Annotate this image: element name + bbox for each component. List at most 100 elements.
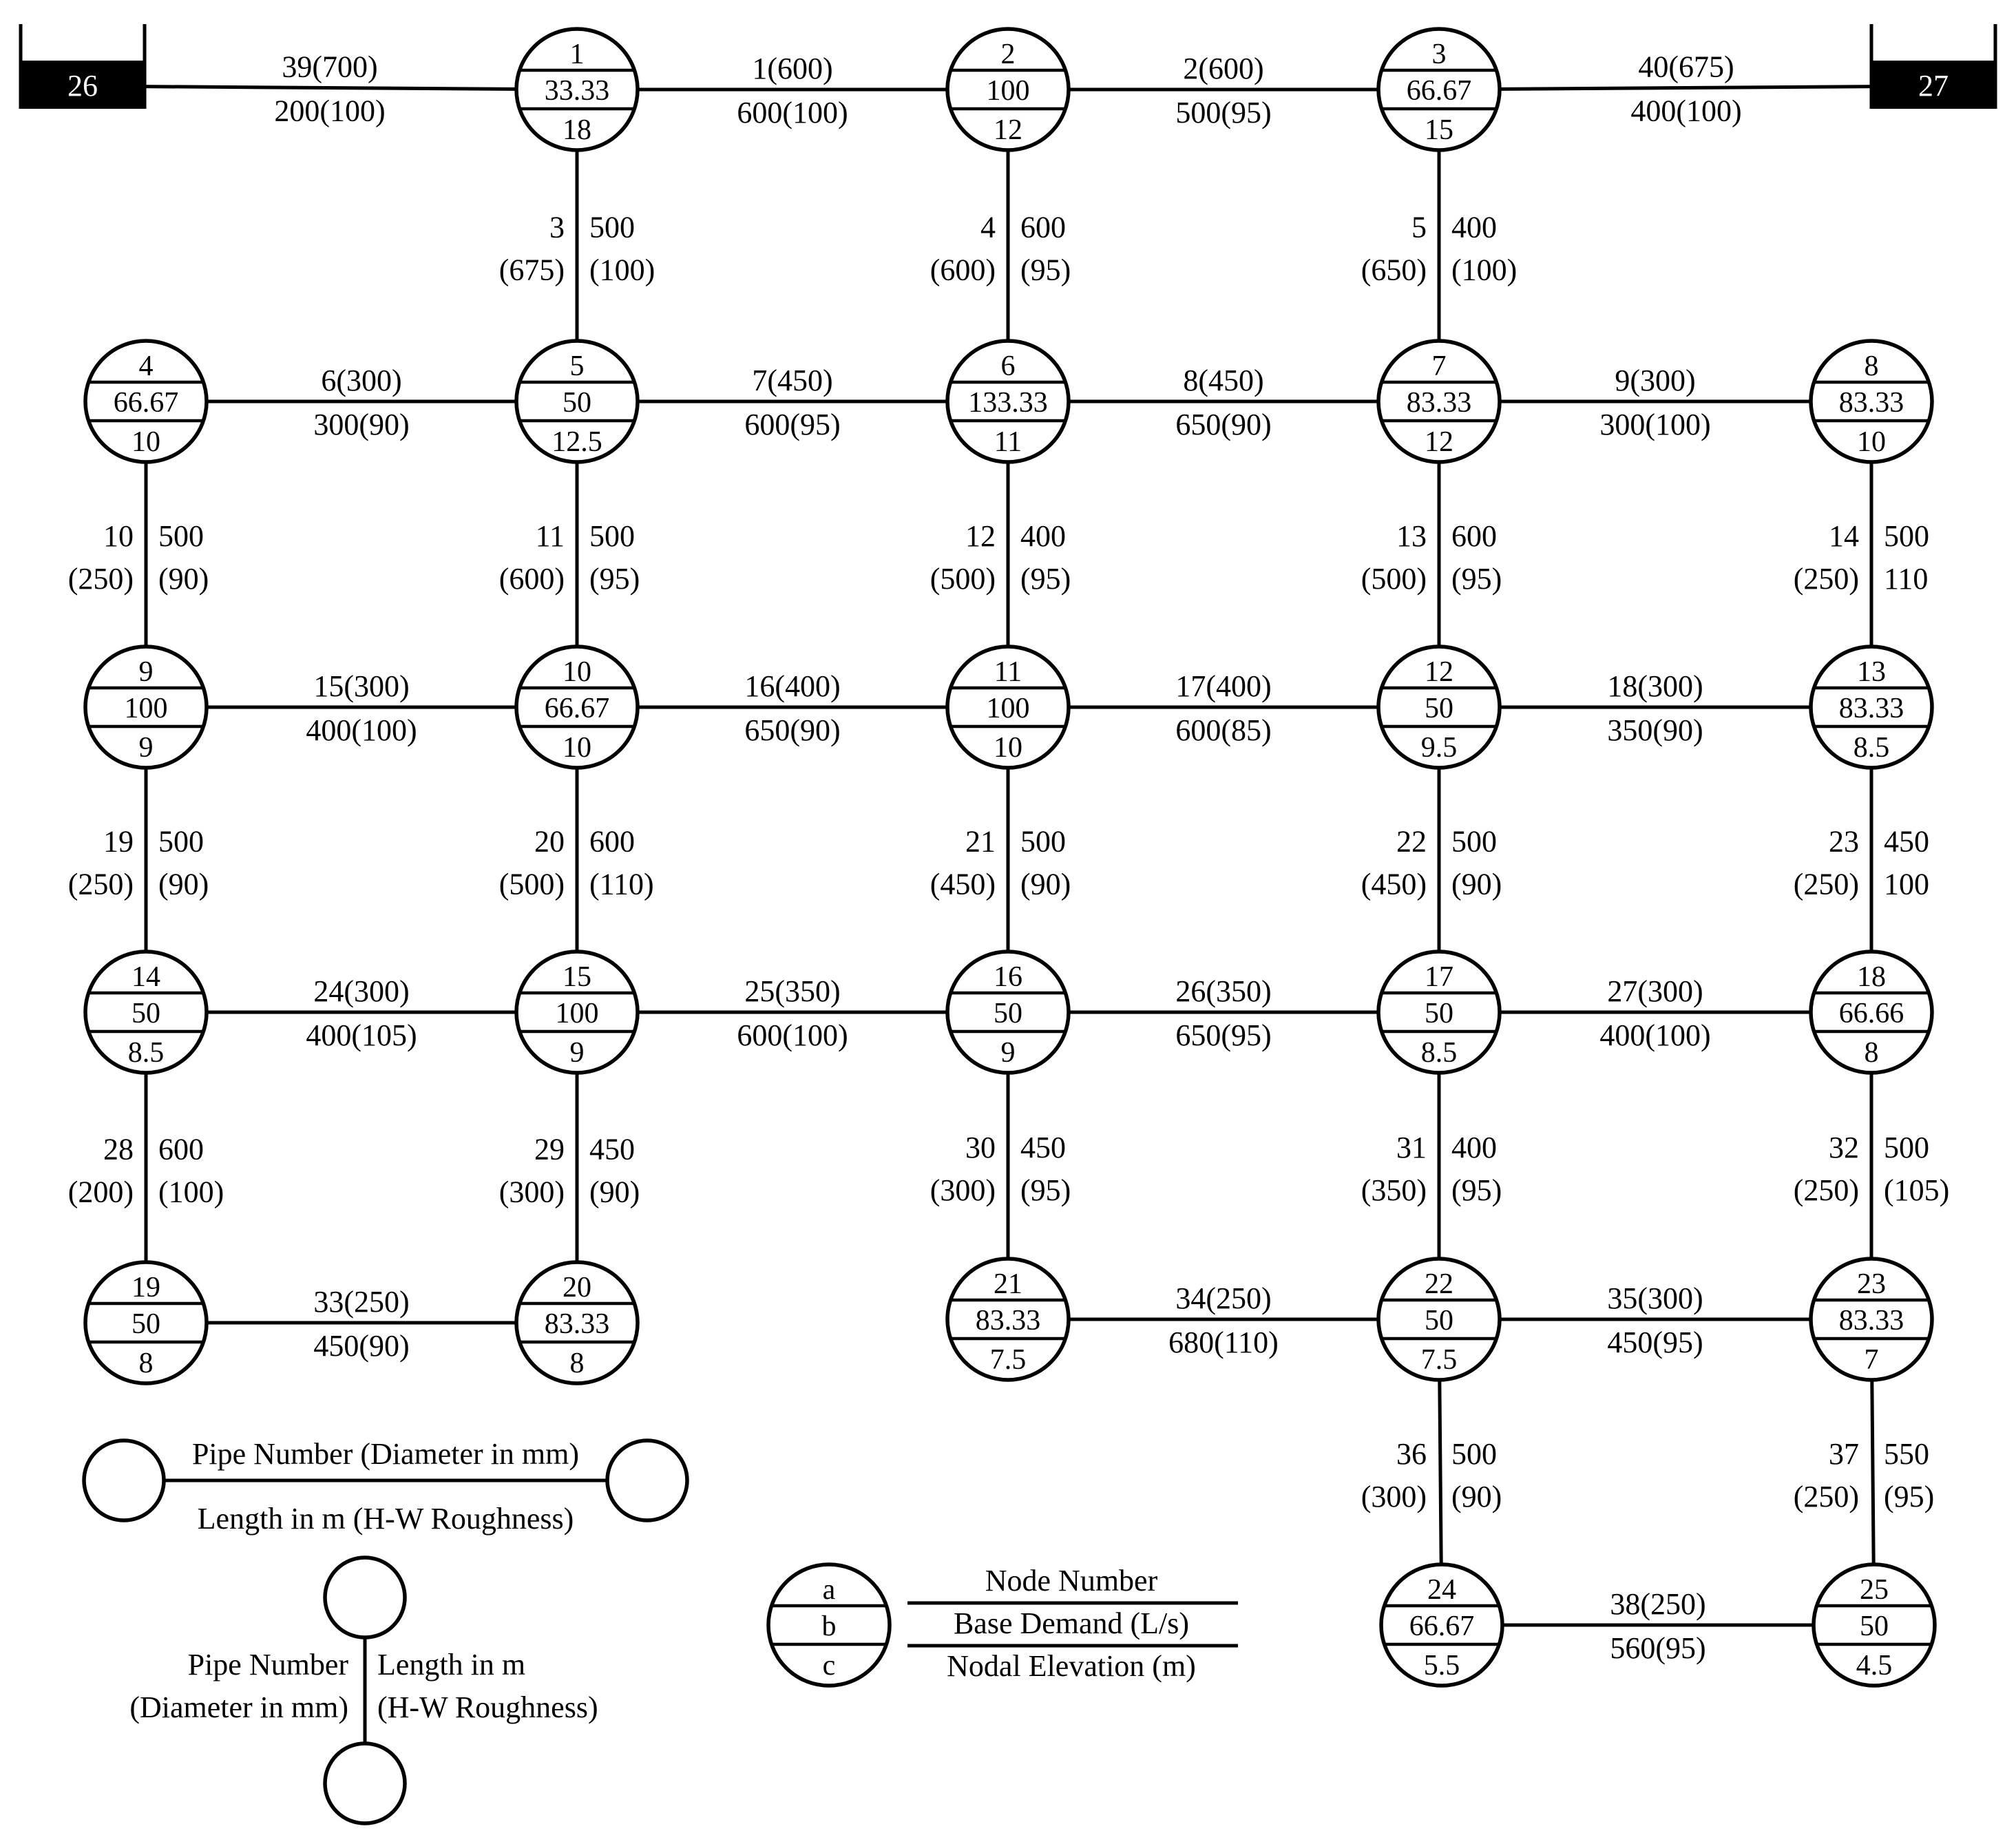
pipe-26-1 xyxy=(82,84,578,92)
pipe-diameter: (600) xyxy=(930,253,996,287)
legend-circle-top xyxy=(323,1555,407,1639)
legend-horizontal-pipe: Pipe Number (Diameter in mm) Length in m… xyxy=(82,1437,689,1536)
node-elevation: 11 xyxy=(994,426,1022,458)
pipe-number-diameter: 24(300) xyxy=(313,974,409,1008)
pipe-labels-layer: 39(700)200(100)1(600)600(100)2(600)500(9… xyxy=(68,50,1950,1666)
pipe-length-roughness: 400(100) xyxy=(306,713,417,747)
node-elevation: 7.5 xyxy=(1421,1344,1458,1376)
pipe-length-roughness: 600(95) xyxy=(744,408,840,441)
pipe-length: 500 xyxy=(1451,1437,1497,1471)
node-base-demand: 83.33 xyxy=(1839,387,1904,419)
pipe-roughness: (95) xyxy=(589,562,640,596)
node-circle xyxy=(1809,1257,1934,1382)
legend-node-b: b xyxy=(822,1611,837,1642)
node-circle xyxy=(514,950,640,1075)
pipe-number-diameter: 6(300) xyxy=(321,364,401,397)
pipe-number: 31 xyxy=(1396,1131,1427,1164)
node-base-demand: 83.33 xyxy=(1839,693,1904,724)
node-base-demand: 66.66 xyxy=(1839,998,1904,1029)
node-number: 6 xyxy=(1001,350,1016,382)
legend-circle-right xyxy=(605,1438,689,1522)
legend-v-left1-text: Pipe Number xyxy=(188,1648,349,1681)
pipe-diameter: (250) xyxy=(1794,868,1859,901)
pipe-number: 11 xyxy=(536,519,565,553)
pipe-number-diameter: 2(600) xyxy=(1183,52,1263,85)
pipe-roughness: (90) xyxy=(589,1175,640,1209)
pipe-diameter: (250) xyxy=(1794,1173,1859,1207)
pipe-diameter: (300) xyxy=(930,1173,996,1207)
pipe-number-diameter: 34(250) xyxy=(1175,1281,1271,1315)
node-number: 12 xyxy=(1425,656,1453,688)
node-elevation: 5.5 xyxy=(1424,1650,1460,1681)
pipe-diameter: (600) xyxy=(499,562,565,596)
node-number: 24 xyxy=(1427,1574,1456,1606)
legend-h-bottom-text: Length in m (H-W Roughness) xyxy=(198,1502,574,1536)
node-base-demand: 66.67 xyxy=(114,387,179,419)
pipe-diameter: (300) xyxy=(499,1175,565,1209)
node-number: 2 xyxy=(1001,39,1016,70)
node-circle xyxy=(514,1260,640,1385)
node-base-demand: 66.67 xyxy=(545,693,610,724)
pipe-length-roughness: 200(100) xyxy=(274,94,385,128)
pipe-diameter: (500) xyxy=(1361,562,1427,596)
node-number: 17 xyxy=(1425,961,1453,993)
pipe-number-diameter: 27(300) xyxy=(1607,974,1703,1008)
node-elevation: 18 xyxy=(563,114,591,146)
pipe-roughness: (95) xyxy=(1020,562,1071,596)
pipe-diameter: (250) xyxy=(1794,562,1859,596)
legend-h-top-text: Pipe Number (Diameter in mm) xyxy=(192,1437,579,1471)
node-elevation: 7.5 xyxy=(990,1344,1027,1376)
legend-node-key: a b c Node Number Base Demand (L/s) Noda… xyxy=(766,1562,1238,1688)
pipe-length-roughness: 650(90) xyxy=(1175,408,1271,441)
node-number: 9 xyxy=(139,656,154,688)
pipe-length-roughness: 300(90) xyxy=(313,408,409,441)
pipe-number: 12 xyxy=(965,519,996,553)
pipe-number: 14 xyxy=(1829,519,1859,553)
pipe-roughness: (90) xyxy=(158,868,209,901)
pipe-number-diameter: 39(700) xyxy=(282,50,377,84)
pipe-length: 450 xyxy=(1020,1131,1066,1164)
reservoir-27: 27 xyxy=(1869,24,1997,109)
node-base-demand: 66.67 xyxy=(1407,75,1472,107)
pipe-roughness: (95) xyxy=(1020,253,1071,287)
node-circle xyxy=(945,950,1071,1075)
node-base-demand: 33.33 xyxy=(545,75,610,107)
node-base-demand: 83.33 xyxy=(1839,1305,1904,1337)
pipe-length: 500 xyxy=(1884,1131,1929,1164)
pipe-diameter: (500) xyxy=(930,562,996,596)
node-elevation: 8 xyxy=(139,1348,154,1379)
pipe-diameter: (250) xyxy=(68,562,134,596)
pipe-length-roughness: 650(95) xyxy=(1175,1018,1271,1052)
node-elevation: 12 xyxy=(994,114,1022,146)
legend-circle-bottom xyxy=(323,1741,407,1825)
legend-nodal-elevation-label: Nodal Elevation (m) xyxy=(947,1649,1196,1683)
pipe-diameter: (650) xyxy=(1361,253,1427,287)
pipe-roughness: (100) xyxy=(589,253,655,287)
node-circle xyxy=(1809,339,1934,464)
pipe-roughness: (90) xyxy=(1020,868,1071,901)
node-elevation: 10 xyxy=(563,732,591,764)
pipes-layer xyxy=(82,84,1934,1627)
pipe-roughness: (105) xyxy=(1884,1173,1949,1207)
node-base-demand: 50 xyxy=(1425,693,1453,724)
pipe-diameter: (675) xyxy=(499,253,565,287)
node-circle xyxy=(945,339,1071,464)
pipe-length: 600 xyxy=(158,1133,204,1166)
pipe-length: 500 xyxy=(1884,519,1929,553)
node-elevation: 10 xyxy=(132,426,160,458)
pipe-number: 19 xyxy=(103,825,134,859)
node-number: 4 xyxy=(139,350,154,382)
pipe-number: 32 xyxy=(1829,1131,1859,1164)
pipe-length: 400 xyxy=(1451,211,1497,244)
node-number: 11 xyxy=(994,656,1022,688)
pipe-length-roughness: 500(95) xyxy=(1175,96,1271,129)
pipe-length: 600 xyxy=(1451,519,1497,553)
node-elevation: 8.5 xyxy=(1421,1037,1458,1069)
node-base-demand: 50 xyxy=(132,998,160,1029)
